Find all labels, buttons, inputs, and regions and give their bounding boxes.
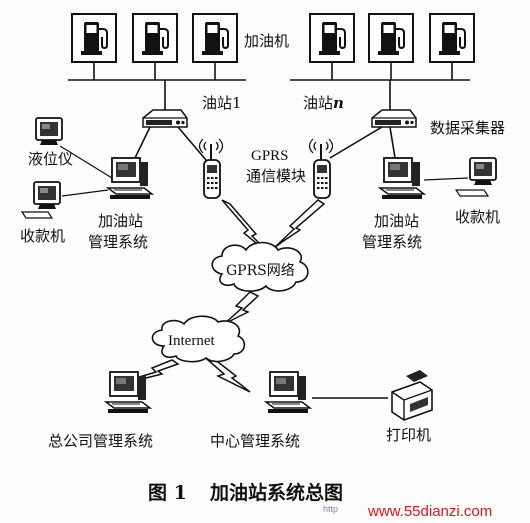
figure-number: 图 1 — [148, 482, 187, 504]
level-gauge-icon — [35, 117, 63, 146]
level-gauge-label: 液位仪 — [28, 150, 73, 168]
dispenser-group-right — [309, 13, 475, 63]
station-mgmt-left-label-1: 加油站 — [98, 212, 143, 230]
watermark-small: http — [323, 504, 338, 514]
figure-title: 加油站系统总图 — [209, 481, 343, 504]
gprs-network-cloud: GPRS网络 — [211, 241, 309, 292]
desktop-computer-icon — [105, 371, 151, 414]
hq-mgmt-label: 总公司管理系统 — [48, 432, 153, 450]
station-mgmt-right-label-2: 管理系统 — [362, 233, 422, 251]
router-icon — [142, 109, 188, 128]
gprs-modem-icon — [308, 138, 334, 199]
fuel-pump-icon — [132, 13, 178, 63]
lightning-bolt-icon — [135, 359, 180, 379]
dispenser-group-left — [71, 13, 238, 63]
center-mgmt-label: 中心管理系统 — [210, 432, 300, 450]
fuel-pump-icon — [71, 13, 117, 63]
cashier-left-label: 收款机 — [20, 227, 65, 245]
gprs-module-label-2: 通信模块 — [246, 167, 306, 185]
station-mgmt-left-label-2: 管理系统 — [88, 233, 148, 251]
fuel-pump-icon — [368, 13, 414, 63]
fuel-pump-icon — [309, 13, 355, 63]
station-1-label: 油站1 — [202, 94, 242, 112]
cashier-right-icon — [469, 157, 497, 186]
dispensers-label: 加油机 — [244, 32, 289, 50]
router-icon — [371, 109, 417, 128]
lightning-bolt-icon — [221, 199, 263, 249]
fuel-pump-icon — [429, 13, 475, 63]
gprs-network-label: GPRS网络 — [226, 263, 295, 279]
data-collector-label: 数据采集器 — [430, 119, 505, 137]
station-mgmt-right-label-1: 加油站 — [374, 212, 419, 230]
internet-cloud: Internet — [151, 315, 246, 363]
fuel-pump-icon — [192, 13, 238, 63]
desktop-computer-icon — [265, 371, 311, 414]
gprs-modem-icon — [198, 138, 224, 199]
desktop-computer-icon — [107, 157, 153, 200]
lightning-bolt-icon — [273, 199, 326, 249]
lightning-bolt-icon — [223, 291, 260, 325]
gprs-module-label-1: GPRS — [251, 148, 289, 164]
internet-label: Internet — [168, 333, 215, 349]
printer-icon — [312, 370, 433, 421]
station-n-label: 油站n — [303, 94, 344, 112]
desktop-computer-icon — [379, 157, 425, 200]
watermark-site: www.55dianzi.com — [367, 503, 492, 520]
cashier-right-label: 收款机 — [455, 208, 500, 226]
lightning-bolt-icon — [205, 358, 251, 393]
printer-label: 打印机 — [386, 426, 431, 444]
cashier-left-icon — [33, 181, 61, 210]
